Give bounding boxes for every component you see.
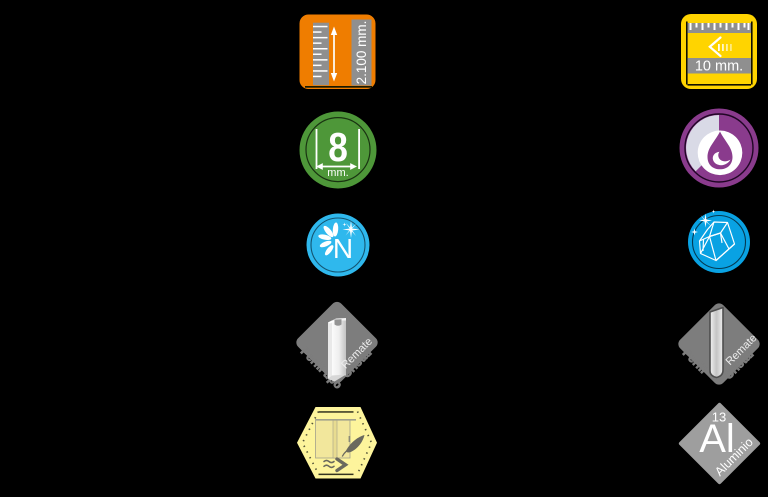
svg-text:N: N [333, 233, 353, 264]
svg-text:mm.: mm. [327, 167, 348, 179]
svg-text:8: 8 [328, 124, 348, 170]
svg-text:Al: Al [699, 417, 735, 461]
svg-text:2.100 mm.: 2.100 mm. [354, 21, 369, 85]
svg-text:10 mm.: 10 mm. [695, 59, 743, 75]
svg-text:13: 13 [712, 410, 726, 425]
